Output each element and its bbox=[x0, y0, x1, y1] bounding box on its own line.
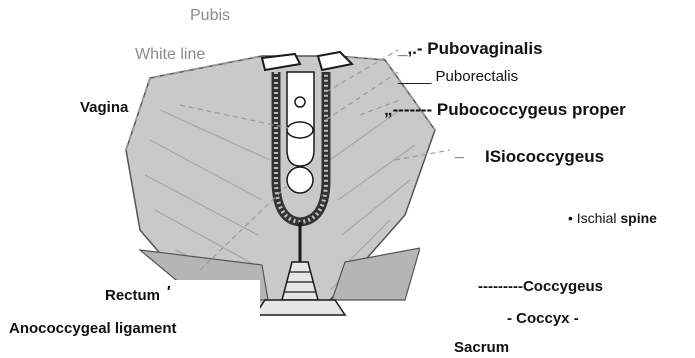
urethra bbox=[295, 97, 305, 107]
label-pubovaginalis: _,.- Pubovaginalis bbox=[398, 40, 543, 57]
label-pubis: Pubis bbox=[190, 8, 230, 24]
label-pubococcygeus: „------- Pubococcygeus proper bbox=[384, 101, 626, 118]
label-rectum-mark: ′ bbox=[166, 285, 170, 301]
label-iliococcygeus-mark: _ bbox=[455, 144, 464, 160]
label-ischial-prefix: • Ischial bbox=[568, 210, 620, 226]
label-vagina: Vagina bbox=[80, 100, 128, 115]
label-coccygeus: ---------Coccygeus bbox=[478, 279, 603, 294]
sacrum-shape bbox=[255, 300, 345, 315]
rectal-opening bbox=[287, 167, 313, 193]
label-iliococcygeus: ISiococcygeus bbox=[485, 148, 604, 165]
vaginal-opening bbox=[287, 122, 313, 138]
label-puborectalis: ____ Puborectalis bbox=[398, 69, 518, 84]
label-ischial-bold: spine bbox=[620, 210, 657, 226]
label-anococcygeal: Anococcygeal ligament bbox=[9, 321, 177, 336]
label-ischial-spine: • Ischial spine bbox=[568, 211, 657, 225]
label-sacrum: Sacrum bbox=[454, 340, 509, 355]
label-white-line: White line bbox=[135, 47, 205, 63]
hiatus bbox=[287, 72, 314, 166]
label-rectum: Rectum bbox=[105, 288, 160, 303]
label-coccyx: - Coccyx - bbox=[507, 311, 579, 326]
